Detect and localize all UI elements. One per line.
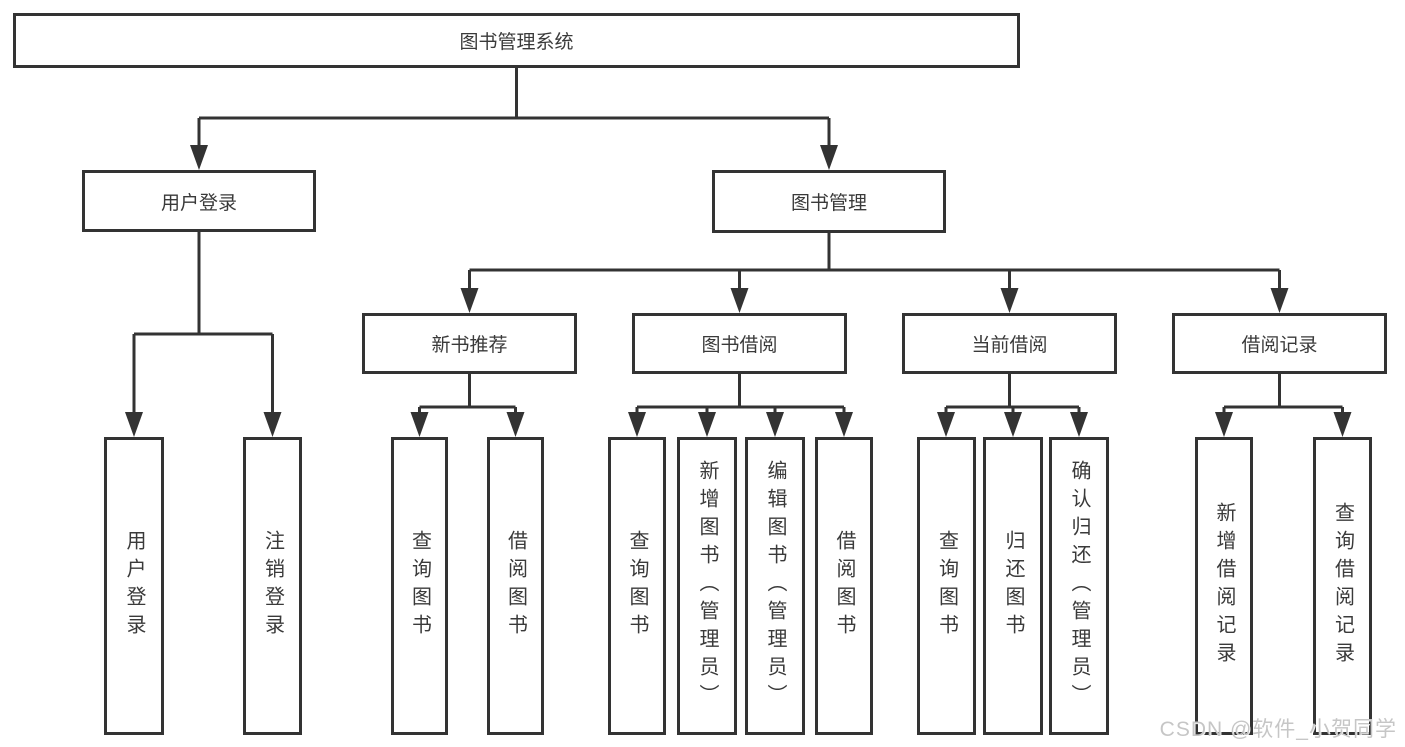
leaf-logout: 注销登录 <box>243 437 302 735</box>
leaf-bb-add-books-admin-label: 新增图书（管理员） <box>696 460 718 712</box>
leaf-nbr-query-books: 查询图书 <box>391 437 448 735</box>
leaf-user-login-label: 用户登录 <box>123 530 145 642</box>
leaf-user-login: 用户登录 <box>104 437 164 735</box>
node-book-borrow-label: 图书借阅 <box>701 335 778 356</box>
leaf-nbr-query-books-label: 查询图书 <box>408 530 431 642</box>
node-book-borrow: 图书借阅 <box>632 313 847 374</box>
leaf-cb-return-books: 归还图书 <box>983 437 1043 735</box>
leaf-br-query-record: 查询借阅记录 <box>1313 437 1372 735</box>
leaf-br-query-record-label: 查询借阅记录 <box>1331 502 1354 670</box>
leaf-cb-query-books-label: 查询图书 <box>935 530 958 642</box>
leaf-logout-label: 注销登录 <box>261 530 284 642</box>
leaf-bb-edit-books-admin: 编辑图书（管理员） <box>745 437 805 735</box>
leaf-nbr-borrow-books-label: 借阅图书 <box>504 530 527 642</box>
node-book-management: 图书管理 <box>712 170 946 233</box>
node-borrow-records-label: 借阅记录 <box>1241 335 1318 356</box>
leaf-bb-query-books-label: 查询图书 <box>626 530 648 642</box>
leaf-br-add-record: 新增借阅记录 <box>1195 437 1253 735</box>
node-borrow-records: 借阅记录 <box>1172 313 1387 374</box>
leaf-bb-borrow-books-label: 借阅图书 <box>833 530 855 642</box>
leaf-bb-edit-books-admin-label: 编辑图书（管理员） <box>764 460 786 712</box>
node-current-borrow-label: 当前借阅 <box>971 335 1048 356</box>
leaf-cb-query-books: 查询图书 <box>917 437 976 735</box>
leaf-bb-borrow-books: 借阅图书 <box>815 437 873 735</box>
csdn-watermark: CSDN @软件_小贺同学 <box>1159 718 1397 741</box>
node-root-label: 图书管理系统 <box>459 32 574 53</box>
node-current-borrow: 当前借阅 <box>902 313 1117 374</box>
leaf-cb-return-books-label: 归还图书 <box>1002 530 1024 642</box>
leaf-cb-confirm-return-admin: 确认归还（管理员） <box>1049 437 1109 735</box>
leaf-bb-query-books: 查询图书 <box>608 437 666 735</box>
node-new-book-recommend: 新书推荐 <box>362 313 577 374</box>
leaf-nbr-borrow-books: 借阅图书 <box>487 437 544 735</box>
node-new-book-recommend-label: 新书推荐 <box>431 335 508 356</box>
leaf-cb-confirm-return-admin-label: 确认归还（管理员） <box>1068 460 1090 712</box>
node-user-login-branch-label: 用户登录 <box>160 192 237 214</box>
node-root: 图书管理系统 <box>13 13 1020 68</box>
leaf-bb-add-books-admin: 新增图书（管理员） <box>677 437 737 735</box>
leaf-br-add-record-label: 新增借阅记录 <box>1213 502 1235 670</box>
node-book-management-label: 图书管理 <box>790 193 867 214</box>
node-user-login-branch: 用户登录 <box>82 170 316 232</box>
